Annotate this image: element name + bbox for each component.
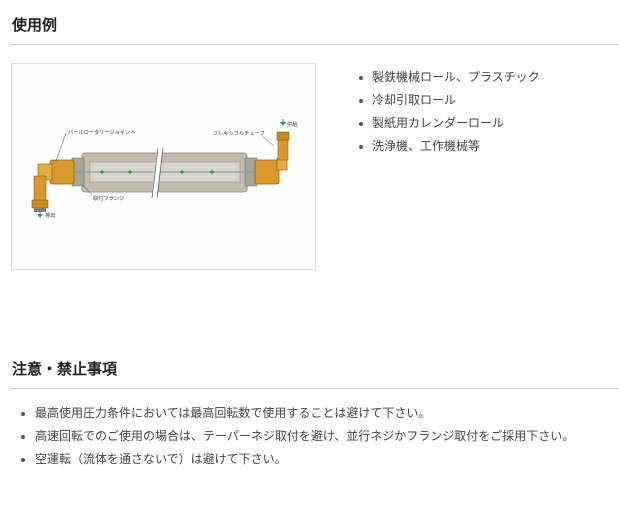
- list-item: 製紙用カレンダーロール: [356, 112, 540, 135]
- section-divider: [10, 388, 619, 389]
- list-item: 冷却引取ロール: [356, 89, 540, 112]
- roll-break-mark: [151, 147, 164, 199]
- label-discharge: 排出: [45, 211, 55, 219]
- right-rotary-joint: [254, 119, 290, 185]
- rotary-joint-diagram: パールロータリージョイント フレキシブルチューブ 供給 排出 取付フランジ: [31, 119, 298, 219]
- leader-lines: [55, 132, 275, 196]
- caution-list: 最高使用圧力条件においては最高回転数で使用することは避けて下さい。 高速回転での…: [18, 402, 574, 471]
- list-item: 高速回転でのご使用の場合は、テーパーネジ取付を避け、並行ネジかフランジ取付をご採…: [18, 425, 574, 448]
- section-divider: [10, 44, 619, 45]
- left-rotary-joint: [31, 159, 75, 218]
- list-item: 空運転（流体を通さないで）は避けて下さい。: [18, 448, 574, 471]
- label-flexible-tube: フレキシブルチューブ: [213, 129, 265, 137]
- usage-diagram-figure: パールロータリージョイント フレキシブルチューブ 供給 排出 取付フランジ: [11, 63, 316, 270]
- label-supply: 供給: [287, 120, 298, 128]
- label-mounting-flange: 取付フランジ: [93, 194, 124, 202]
- section-title-usage: 使用例: [12, 16, 58, 34]
- flow-markers: [99, 170, 215, 174]
- label-pearl-rotary-joint: パールロータリージョイント: [68, 128, 135, 136]
- section-title-caution: 注意・禁止事項: [12, 360, 118, 378]
- roll-cylinder: [71, 152, 258, 193]
- list-item: 製鉄機械ロール、プラスチック: [356, 66, 540, 89]
- list-item: 最高使用圧力条件においては最高回転数で使用することは避けて下さい。: [18, 402, 574, 425]
- usage-list: 製鉄機械ロール、プラスチック 冷却引取ロール 製紙用カレンダーロール 洗浄機、工…: [356, 66, 540, 158]
- list-item: 洗浄機、工作機械等: [356, 135, 540, 158]
